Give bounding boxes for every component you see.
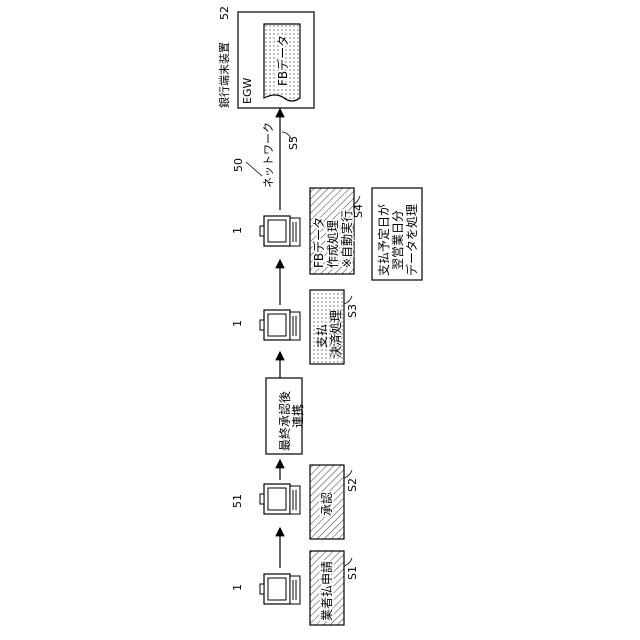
network-ref: 50 (232, 158, 245, 172)
bank-subtitle: EGW (241, 78, 254, 104)
terminal-4-ref: 1 (231, 227, 244, 234)
note-line3: データを処理 (404, 204, 419, 276)
terminal-4 (260, 216, 300, 246)
step-s4-tag: S4 (352, 204, 365, 218)
note-line1: 支払予定日が (376, 204, 391, 276)
step-s4-line1: FBデータ (311, 217, 326, 268)
step-s3-line2: 決済処理 (328, 310, 343, 358)
fb-data-label: FBデータ (275, 35, 290, 86)
terminal-3 (260, 310, 300, 340)
terminal-2 (260, 484, 300, 514)
terminal-2-ref: 51 (231, 494, 244, 508)
step-s1-tag: S1 (346, 566, 359, 580)
step-s5-tag: S5 (287, 136, 300, 150)
terminal-1-ref: 1 (231, 584, 244, 591)
terminal-1 (260, 574, 300, 604)
step-s2-text: 承認 (319, 492, 334, 516)
terminal-3-ref: 1 (231, 320, 244, 327)
link-box-line1: 最終承認後 (277, 391, 292, 451)
step-s3-tag: S3 (346, 304, 359, 318)
network-label: ネットワーク (262, 122, 275, 188)
link-box-line2: 連携 (290, 404, 305, 428)
bank-title: 銀行端末装置 (217, 42, 231, 108)
note-line2: 翌営業日分 (391, 210, 405, 270)
bank-ref: 52 (218, 6, 231, 20)
step-s4-line2: 作成処理 (326, 220, 340, 268)
step-s3-line1: 支払 (315, 324, 329, 348)
step-s1-text: 業者払申請 (320, 561, 334, 621)
step-s2-tag: S2 (346, 478, 359, 492)
